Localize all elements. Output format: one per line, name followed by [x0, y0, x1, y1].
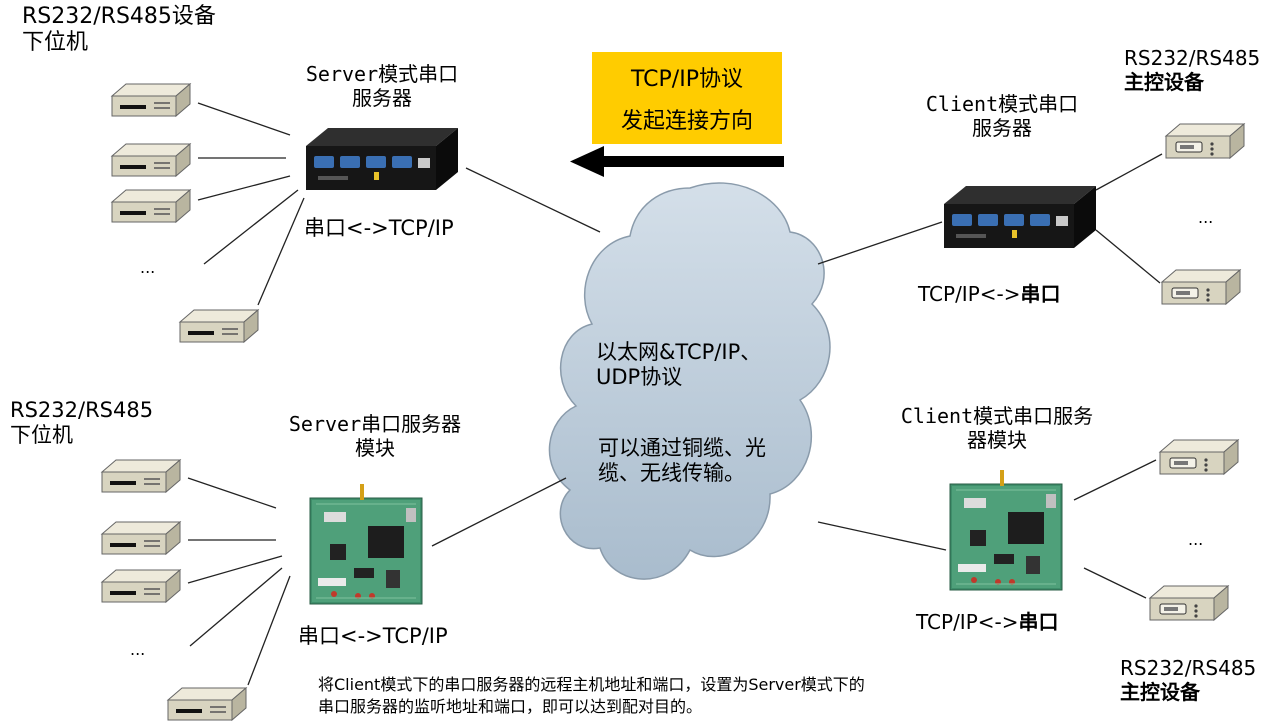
top-left-device-label: RS232/RS485设备 下位机	[22, 4, 216, 56]
server-module-conversion-label: 串口<->TCP/IP	[298, 624, 448, 648]
protocol-banner: TCP/IP协议 发起连接方向	[592, 52, 782, 144]
bottom-left-ellipsis: ...	[130, 640, 146, 659]
master-device	[1149, 585, 1229, 621]
slave-device	[167, 687, 247, 721]
server-mode-title: Server模式串口 服务器	[305, 62, 459, 110]
client-mode-serial-server	[944, 186, 1096, 248]
server-module-title: Server串口服务器 模块	[288, 412, 462, 460]
server-serial-server-module	[309, 483, 423, 605]
top-right-ellipsis: ...	[1198, 208, 1214, 227]
slave-device	[101, 521, 181, 555]
client-module-title: Client模式串口服务 器模块	[900, 404, 1094, 452]
bottom-right-device-label: RS232/RS485 主控设备	[1120, 656, 1257, 704]
slave-device	[101, 569, 181, 603]
top-left-connectors	[197, 102, 601, 306]
bottom-right-ellipsis: ...	[1188, 530, 1204, 549]
banner-line2: 发起连接方向	[620, 109, 753, 134]
cloud-medium-text: 可以通过铜缆、光 缆、无线传输。	[598, 436, 766, 486]
bottom-right-connectors	[817, 459, 1157, 599]
bottom-left-connectors	[187, 477, 567, 686]
banner-line1: TCP/IP协议	[631, 67, 743, 92]
client-module-conversion-label: TCP/IP<->串口	[916, 610, 1059, 634]
bottom-left-device-label: RS232/RS485 下位机	[10, 398, 154, 448]
master-device	[1159, 439, 1239, 475]
master-device	[1161, 269, 1241, 305]
master-device	[1165, 123, 1245, 159]
cloud-protocol-text: 以太网&TCP/IP、 UDP协议	[596, 340, 762, 390]
top-right-device-label: RS232/RS485 主控设备	[1124, 46, 1261, 94]
slave-device	[111, 83, 191, 117]
slave-device	[111, 143, 191, 177]
network-cloud	[548, 182, 831, 580]
slave-device	[179, 309, 259, 343]
slave-device	[111, 189, 191, 223]
connection-direction-arrow	[570, 146, 784, 177]
client-conversion-label: TCP/IP<->串口	[918, 282, 1061, 306]
top-right-connectors	[817, 153, 1163, 284]
server-mode-serial-server	[306, 128, 458, 190]
client-mode-title: Client模式串口 服务器	[925, 92, 1079, 140]
pairing-note: 将Client模式下的串口服务器的远程主机地址和端口，设置为Server模式下的…	[318, 675, 865, 717]
slave-device	[101, 459, 181, 493]
server-conversion-label: 串口<->TCP/IP	[304, 216, 454, 240]
top-left-ellipsis: ...	[140, 258, 156, 277]
client-serial-server-module	[949, 469, 1063, 591]
